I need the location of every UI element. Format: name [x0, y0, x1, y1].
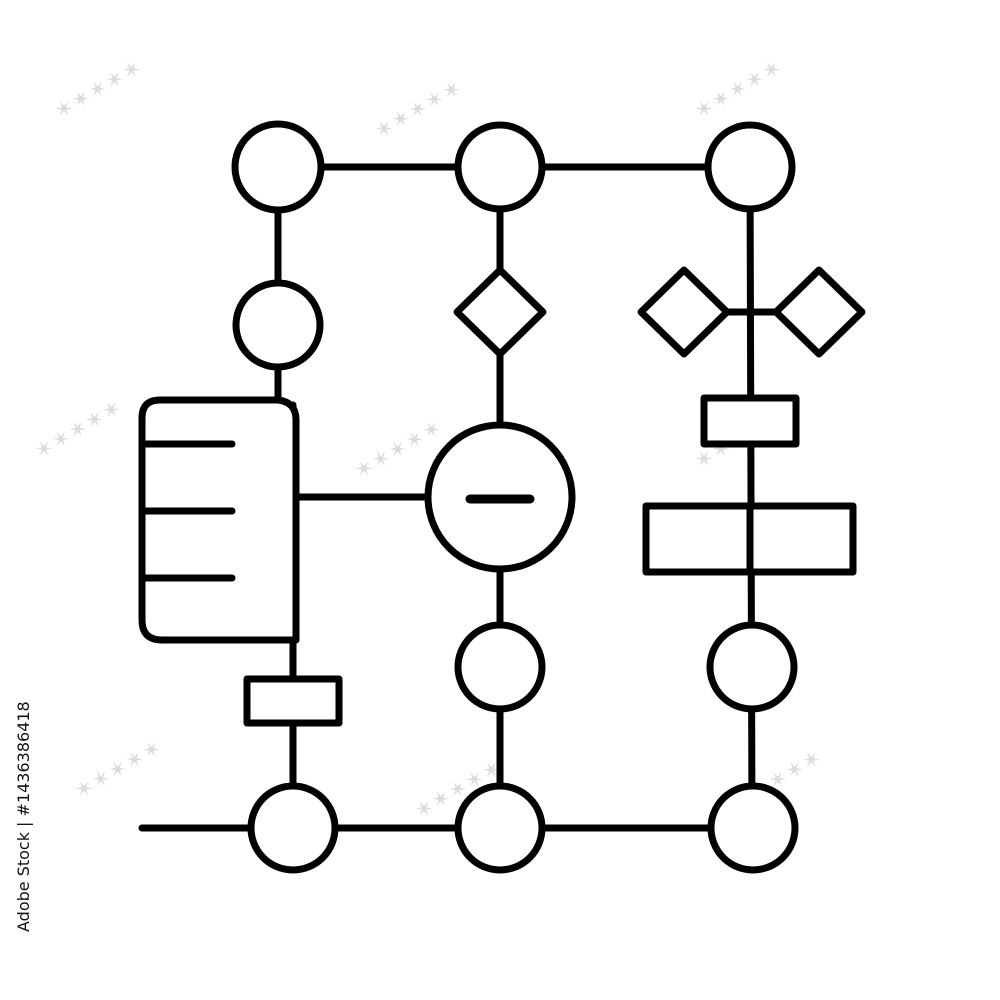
- svg-text:✶✶✶✶✶: ✶✶✶✶✶: [31, 395, 128, 465]
- svg-text:✶✶✶✶✶: ✶✶✶✶✶: [51, 55, 148, 125]
- diamond-nodes: [453, 266, 866, 358]
- diamond-center: [453, 266, 547, 358]
- node-top-left: [231, 120, 325, 214]
- diamond-right-left: [637, 266, 731, 358]
- svg-text:✶✶✶✶✶: ✶✶✶✶✶: [691, 55, 788, 125]
- stock-id-label: Adobe Stock | #1436386418: [10, 701, 36, 932]
- svg-text:✶✶✶✶✶: ✶✶✶✶✶: [371, 75, 468, 145]
- node-bottom-right: [707, 782, 799, 874]
- node-left-second: [232, 279, 324, 371]
- panel-left: [138, 396, 300, 644]
- diamond-right-right: [772, 266, 866, 358]
- node-top-center: [454, 121, 546, 213]
- circle-nodes: [231, 120, 799, 874]
- svg-text:✶✶✶✶✶: ✶✶✶✶✶: [71, 735, 168, 805]
- node-top-right: [704, 121, 796, 213]
- connector-right: [746, 163, 756, 832]
- rect-right-small: [700, 394, 800, 448]
- rect-nodes: [138, 394, 857, 727]
- node-bottom-left: [247, 782, 339, 874]
- stock-id-text: Adobe Stock | #1436386418: [14, 701, 33, 932]
- node-right-lower: [706, 621, 798, 713]
- node-center-lower: [454, 621, 546, 713]
- rect-left-small: [243, 675, 343, 727]
- node-bottom-center: [454, 782, 546, 874]
